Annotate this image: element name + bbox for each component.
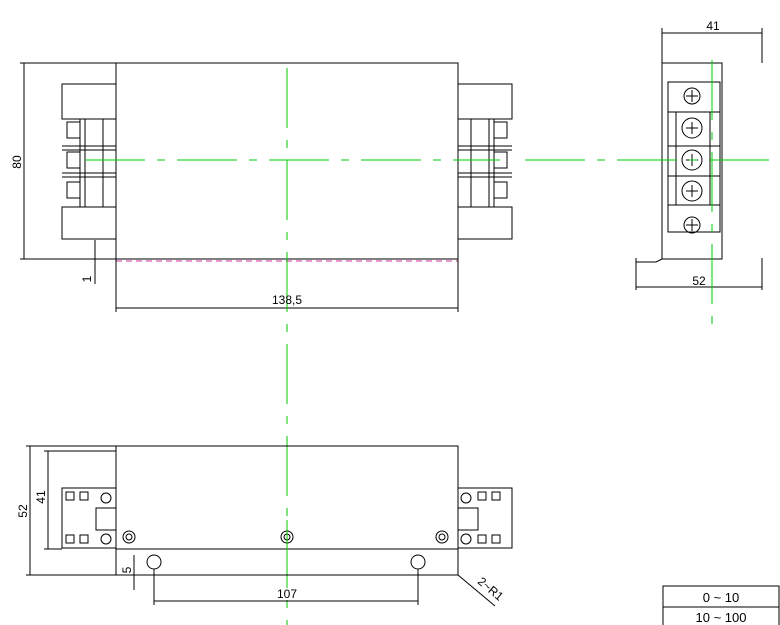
front-right-screw-3 bbox=[493, 181, 508, 199]
label-corner-radius: 2~R1 bbox=[475, 574, 506, 604]
bottom-right-screw-bottom bbox=[460, 533, 472, 545]
bottom-left-screw-bottom bbox=[100, 533, 112, 545]
side-view bbox=[635, 28, 763, 290]
front-left-screw-2 bbox=[66, 151, 81, 169]
label-side-top-width: 41 bbox=[706, 19, 720, 33]
side-screw-top bbox=[683, 87, 701, 105]
bottom-view bbox=[26, 445, 513, 607]
front-view bbox=[20, 62, 513, 312]
table-row-2: 10 ~ 100 bbox=[696, 610, 747, 625]
tolerance-table bbox=[662, 585, 780, 625]
bottom-bolt-right bbox=[435, 530, 449, 544]
label-hole-spacing: 107 bbox=[277, 587, 297, 601]
bottom-right-screw-top bbox=[460, 492, 472, 504]
table-frame bbox=[662, 585, 780, 625]
side-body bbox=[661, 62, 723, 260]
side-terminal-block bbox=[667, 81, 721, 233]
bottom-hole-right bbox=[410, 554, 426, 570]
leader-radius-note bbox=[457, 574, 496, 607]
table-row-1: 0 ~ 10 bbox=[703, 590, 740, 605]
front-left-terminal-top bbox=[61, 83, 117, 120]
side-screw-3 bbox=[681, 180, 703, 202]
label-hole-offset: 5 bbox=[120, 566, 134, 573]
front-left-screw-1 bbox=[66, 121, 81, 139]
bottom-hole-left bbox=[146, 554, 162, 570]
label-bottom-inner-height: 41 bbox=[34, 490, 48, 504]
bottom-bolt-left bbox=[122, 530, 136, 544]
bottom-left-screw-top bbox=[100, 492, 112, 504]
label-bottom-outer-height: 52 bbox=[16, 504, 30, 518]
label-front-width: 138,5 bbox=[272, 293, 302, 307]
front-left-screw-3 bbox=[66, 181, 81, 199]
label-side-base-width: 52 bbox=[692, 274, 706, 288]
front-right-screw-1 bbox=[493, 121, 508, 139]
front-right-terminal-bottom bbox=[457, 206, 513, 240]
bottom-left-bracket bbox=[61, 487, 117, 549]
side-screw-2 bbox=[681, 149, 703, 171]
label-front-height: 80 bbox=[10, 155, 24, 169]
side-screw-bottom bbox=[683, 216, 701, 234]
side-centerlines bbox=[525, 60, 780, 328]
label-front-gap: 1 bbox=[80, 275, 94, 282]
front-left-terminal-bottom bbox=[61, 206, 117, 240]
side-screw-1 bbox=[681, 117, 703, 139]
front-right-terminal-top bbox=[457, 83, 513, 120]
bottom-right-bracket bbox=[457, 487, 513, 549]
